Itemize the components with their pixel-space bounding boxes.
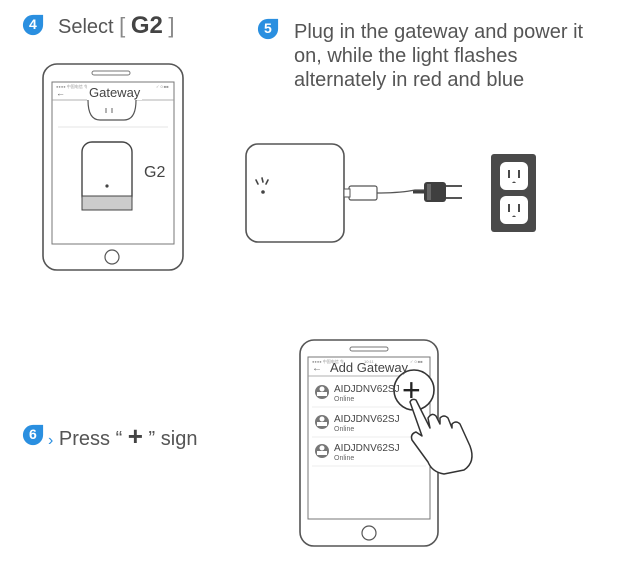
step-5-number: 5 — [264, 20, 272, 36]
phone2-title: Add Gateway — [330, 360, 409, 375]
device-status-3: Online — [334, 455, 355, 462]
step-4-text: Select [ G2 ] — [58, 14, 175, 39]
phone1-title: Gateway — [87, 85, 143, 100]
step-4-number: 4 — [29, 16, 37, 32]
phone2-status-right: ✓ 0 ■■ — [410, 359, 423, 364]
step-4-prefix: Select — [58, 16, 114, 38]
step-6-text: › Press “ + ” sign — [48, 421, 198, 451]
step-5-text: Plug in the gateway and power it on, whi… — [294, 21, 584, 91]
add-gateway-button[interactable]: + — [402, 372, 421, 408]
step-5-badge-icon — [257, 18, 279, 40]
light-indicator-icon — [255, 177, 269, 185]
device-name-1[interactable]: AIDJDNV62SJ — [334, 384, 400, 395]
device-name-2[interactable]: AIDJDNV62SJ — [334, 414, 400, 425]
phone2-status-time: 10:11 — [364, 359, 374, 364]
step-6-number: 6 — [29, 426, 37, 442]
user-avatar-icon — [315, 444, 329, 458]
device-status-2: Online — [334, 426, 355, 433]
step-6-plus: + — [127, 421, 143, 451]
step-6-suffix: ” sign — [148, 428, 198, 450]
hand-pointer-icon — [409, 398, 473, 475]
user-avatar-icon — [315, 385, 329, 399]
device-name-3[interactable]: AIDJDNV62SJ — [334, 443, 400, 454]
phone2-back-icon[interactable]: ← — [312, 363, 322, 374]
phone1-back-icon[interactable]: ← — [56, 88, 65, 98]
step-4-model: G2 — [130, 12, 163, 39]
step-4-bracket-open: [ — [119, 13, 126, 38]
device-status-1: Online — [334, 396, 355, 403]
user-avatar-icon — [315, 415, 329, 429]
step-4-bracket-close: ] — [168, 13, 175, 38]
phone2-status-left: ●●●● 中国电信 令 — [312, 359, 344, 364]
step-4-badge-icon — [22, 14, 44, 36]
phone1-status-right: ✓ 0 ■■ — [156, 84, 169, 89]
phone1-status-left: ●●●● 中国电信 令 — [56, 84, 88, 89]
step-6-badge-icon — [22, 424, 44, 446]
step-6-prefix: Press “ — [58, 428, 123, 450]
phone1-device-label[interactable]: G2 — [144, 164, 166, 181]
